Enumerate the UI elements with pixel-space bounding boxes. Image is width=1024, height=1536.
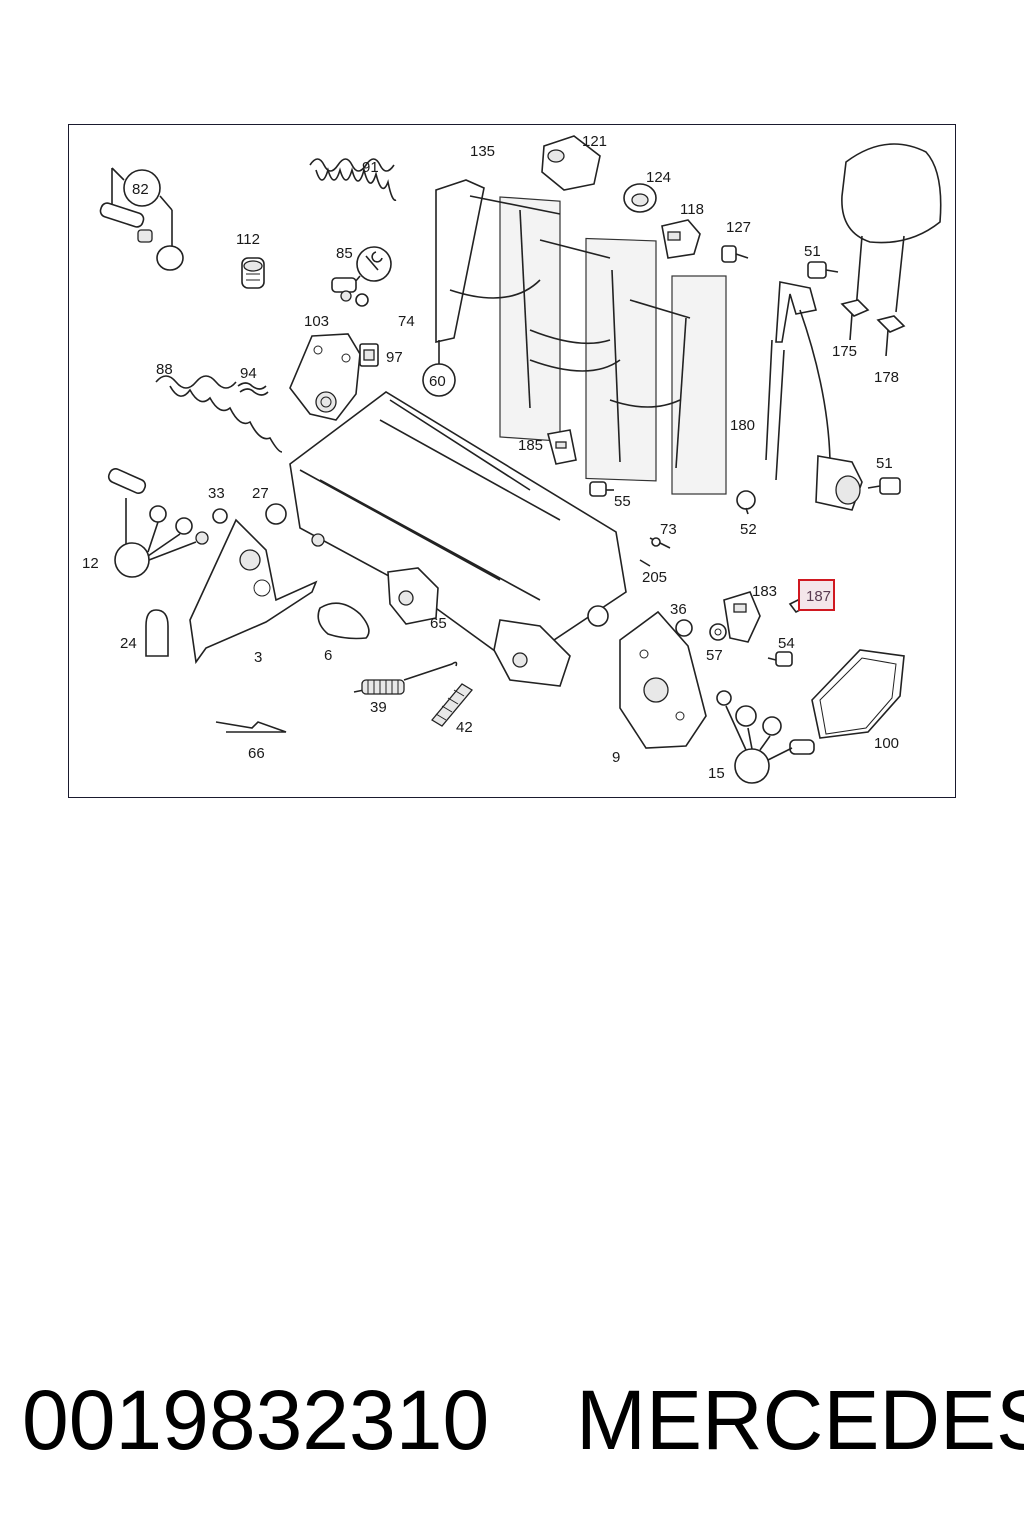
part-51-top[interactable] (807, 261, 839, 279)
callout-6[interactable]: 6 (324, 647, 332, 664)
part-12[interactable] (107, 467, 209, 578)
part-24[interactable] (145, 609, 169, 657)
callout-39[interactable]: 39 (370, 699, 387, 716)
part-100[interactable] (811, 649, 905, 739)
callout-42[interactable]: 42 (456, 719, 473, 736)
callout-52[interactable]: 52 (740, 521, 757, 538)
part-73[interactable] (649, 537, 671, 549)
part-205[interactable] (639, 559, 651, 567)
callout-88[interactable]: 88 (156, 361, 173, 378)
callout-51-bottom[interactable]: 51 (876, 455, 893, 472)
callout-97[interactable]: 97 (386, 349, 403, 366)
callout-100[interactable]: 100 (874, 735, 899, 752)
callout-27[interactable]: 27 (252, 485, 269, 502)
callout-187[interactable]: 187 (806, 588, 831, 605)
part-94[interactable] (237, 382, 269, 396)
spring-91[interactable] (309, 158, 397, 201)
callout-33[interactable]: 33 (208, 485, 225, 502)
part-121[interactable] (541, 135, 601, 191)
part-183[interactable] (723, 591, 761, 643)
part-85[interactable] (331, 246, 392, 307)
callout-127[interactable]: 127 (726, 219, 751, 236)
part-52[interactable] (736, 490, 756, 515)
callout-54[interactable]: 54 (778, 635, 795, 652)
part-57[interactable] (709, 623, 727, 641)
callout-highlight-187 (798, 579, 835, 611)
part-66[interactable] (215, 721, 287, 733)
callout-94[interactable]: 94 (240, 365, 257, 382)
callout-85[interactable]: 85 (336, 245, 353, 262)
callout-73[interactable]: 73 (660, 521, 677, 538)
callout-57[interactable]: 57 (706, 647, 723, 664)
part-51-bottom[interactable] (867, 477, 901, 495)
callout-66[interactable]: 66 (248, 745, 265, 762)
brand-name: MERCEDES (576, 1373, 1024, 1467)
part-103[interactable] (289, 333, 361, 421)
callout-9[interactable]: 9 (612, 749, 620, 766)
spring-42[interactable] (431, 683, 473, 727)
part-112[interactable] (241, 257, 265, 289)
part-6[interactable] (317, 602, 370, 640)
part-36[interactable] (675, 619, 693, 637)
footer: 0019832310 MERCEDES (0, 1370, 1024, 1470)
part-number: 0019832310 (22, 1373, 490, 1467)
callout-36[interactable]: 36 (670, 601, 687, 618)
part-3[interactable] (189, 518, 318, 665)
part-82[interactable] (99, 167, 184, 271)
part-185[interactable] (547, 429, 577, 465)
callout-175[interactable]: 175 (832, 343, 857, 360)
callout-labels: 82 91 135 121 124 118 127 51 112 85 103 … (82, 133, 899, 782)
part-55[interactable] (589, 481, 614, 497)
callout-65[interactable]: 65 (430, 615, 447, 632)
part-127[interactable] (721, 245, 749, 263)
callout-24[interactable]: 24 (120, 635, 137, 652)
exploded-parts-diagram: 82 91 135 121 124 118 127 51 112 85 103 … (82, 133, 942, 784)
part-9[interactable] (619, 610, 707, 749)
part-33[interactable] (212, 508, 228, 524)
diagram-frame (68, 124, 956, 798)
headrest[interactable] (840, 143, 942, 357)
callout-51-top[interactable]: 51 (804, 243, 821, 260)
part-27[interactable] (265, 503, 287, 525)
callout-178[interactable]: 178 (874, 369, 899, 386)
part-54[interactable] (767, 651, 793, 667)
callout-135[interactable]: 135 (470, 143, 495, 160)
spring-39[interactable] (353, 661, 458, 695)
callout-180[interactable]: 180 (730, 417, 755, 434)
seat-base-65[interactable] (289, 391, 627, 687)
spring-88[interactable] (155, 375, 283, 453)
callout-15[interactable]: 15 (708, 765, 725, 782)
callout-82[interactable]: 82 (132, 181, 149, 198)
callout-12[interactable]: 12 (82, 555, 99, 572)
seat-belt-180[interactable] (765, 281, 863, 511)
callout-118[interactable]: 118 (680, 201, 704, 218)
part-15[interactable] (716, 690, 815, 784)
part-97[interactable] (359, 343, 379, 367)
part-124[interactable] (623, 183, 657, 213)
callout-60[interactable]: 60 (429, 373, 446, 390)
callout-74[interactable]: 74 (398, 313, 415, 330)
callout-124[interactable]: 124 (646, 169, 671, 186)
callout-121[interactable]: 121 (582, 133, 607, 150)
callout-3[interactable]: 3 (254, 649, 262, 666)
callout-205[interactable]: 205 (642, 569, 667, 586)
callout-91[interactable]: 91 (362, 159, 379, 176)
backrest-frame-74[interactable] (422, 179, 727, 495)
part-118[interactable] (661, 219, 701, 259)
callout-185[interactable]: 185 (518, 437, 543, 454)
callout-103[interactable]: 103 (304, 313, 329, 330)
callout-55[interactable]: 55 (614, 493, 631, 510)
callout-112[interactable]: 112 (236, 231, 260, 248)
callout-183[interactable]: 183 (752, 583, 777, 600)
